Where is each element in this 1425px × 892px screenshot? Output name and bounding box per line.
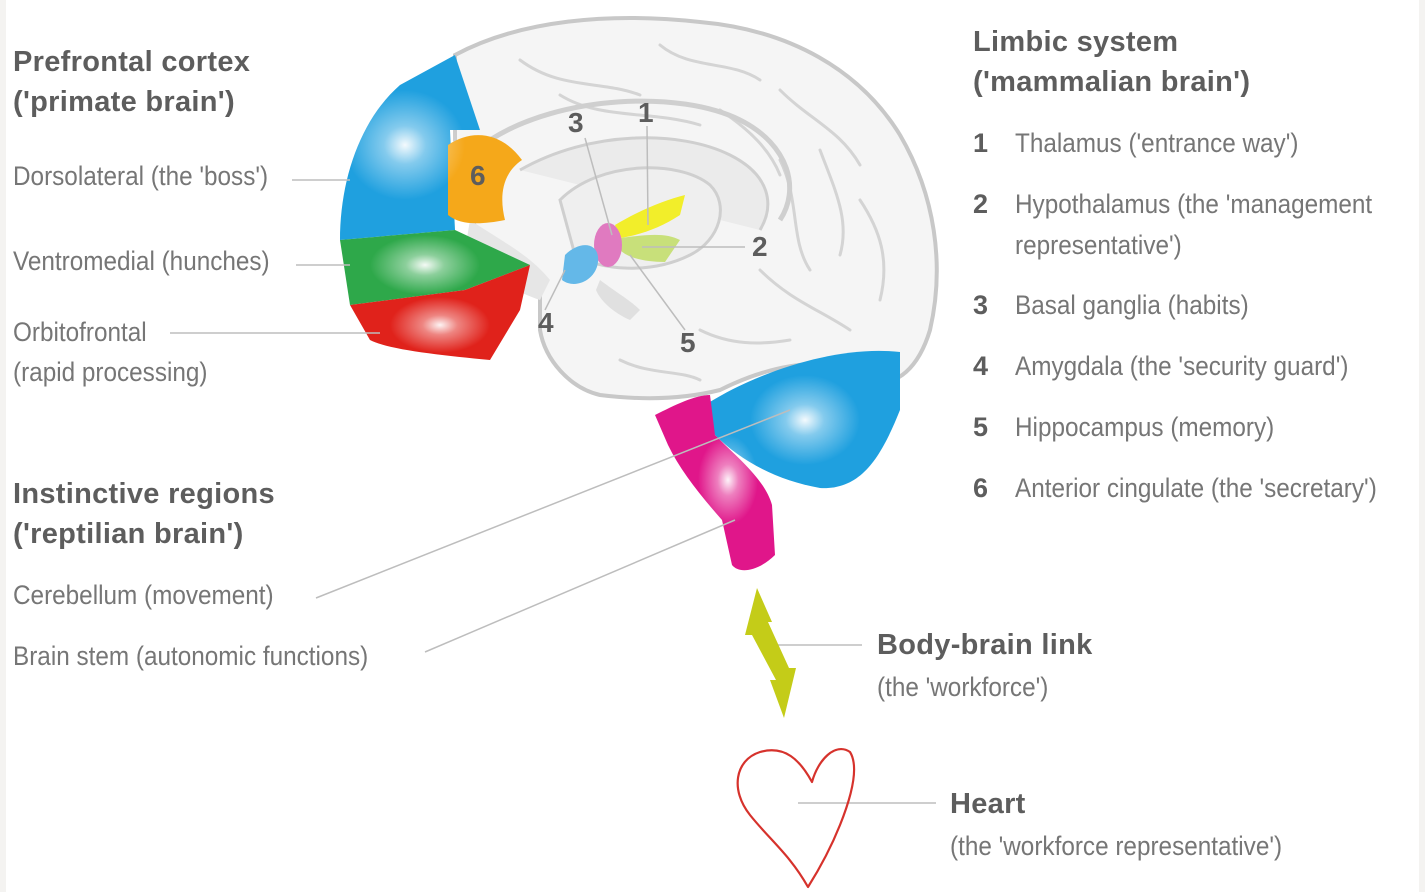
diagram-number-3: 3: [568, 107, 584, 138]
body-brain-link-subtitle: (the 'workforce'): [877, 667, 1048, 707]
instinctive-heading-line2: ('reptilian brain'): [13, 514, 275, 554]
ventromedial-label: Ventromedial (hunches): [13, 241, 270, 281]
limbic-item-number: 2: [973, 189, 988, 220]
limbic-item-number: 5: [973, 412, 988, 443]
diagram-number-6: 6: [470, 160, 486, 191]
limbic-item-number: 6: [973, 473, 988, 504]
prefrontal-heading-line2: ('primate brain'): [13, 82, 250, 122]
orbitofrontal-line1: Orbitofrontal: [13, 312, 207, 352]
limbic-heading-line1: Limbic system: [973, 22, 1250, 62]
limbic-heading-line2: ('mammalian brain'): [973, 62, 1250, 102]
body-brain-link-title: Body-brain link: [877, 625, 1093, 665]
prefrontal-heading-line1: Prefrontal cortex: [13, 42, 250, 82]
heart-title: Heart: [950, 784, 1026, 824]
diagram-number-5: 5: [680, 327, 696, 358]
diagram-number-4: 4: [538, 307, 554, 338]
orbitofrontal-label: Orbitofrontal (rapid processing): [13, 312, 207, 392]
limbic-item-amygdala: Amygdala (the 'security guard'): [1015, 346, 1348, 386]
body-brain-link-arrow: [745, 588, 796, 718]
limbic-item-anterior-cingulate: Anterior cingulate (the 'secretary'): [1015, 468, 1377, 508]
limbic-item-hippocampus: Hippocampus (memory): [1015, 407, 1274, 447]
limbic-item-thalamus: Thalamus ('entrance way'): [1015, 123, 1298, 163]
instinctive-heading-line1: Instinctive regions: [13, 474, 275, 514]
limbic-heading: Limbic system ('mammalian brain'): [973, 22, 1250, 102]
heart-subtitle: (the 'workforce representative'): [950, 826, 1282, 866]
prefrontal-heading: Prefrontal cortex ('primate brain'): [13, 42, 250, 122]
diagram-number-1: 1: [638, 97, 654, 128]
limbic-item-hypothalamus: Hypothalamus (the 'management: [1015, 184, 1372, 224]
limbic-item-basal-ganglia: Basal ganglia (habits): [1015, 285, 1249, 325]
instinctive-heading: Instinctive regions ('reptilian brain'): [13, 474, 275, 554]
limbic-item-number: 3: [973, 290, 988, 321]
dorsolateral-label: Dorsolateral (the 'boss'): [13, 156, 268, 196]
heart-icon: [738, 749, 854, 887]
limbic-item-number: 1: [973, 128, 988, 159]
diagram-number-2: 2: [752, 231, 768, 262]
cerebellum-label: Cerebellum (movement): [13, 575, 274, 615]
limbic-item-hypothalamus-cont: representative'): [1015, 225, 1182, 265]
limbic-item-number: 4: [973, 351, 988, 382]
brainstem-label: Brain stem (autonomic functions): [13, 636, 368, 676]
orbitofrontal-line2: (rapid processing): [13, 352, 207, 392]
basal-ganglia-region: [594, 223, 622, 267]
